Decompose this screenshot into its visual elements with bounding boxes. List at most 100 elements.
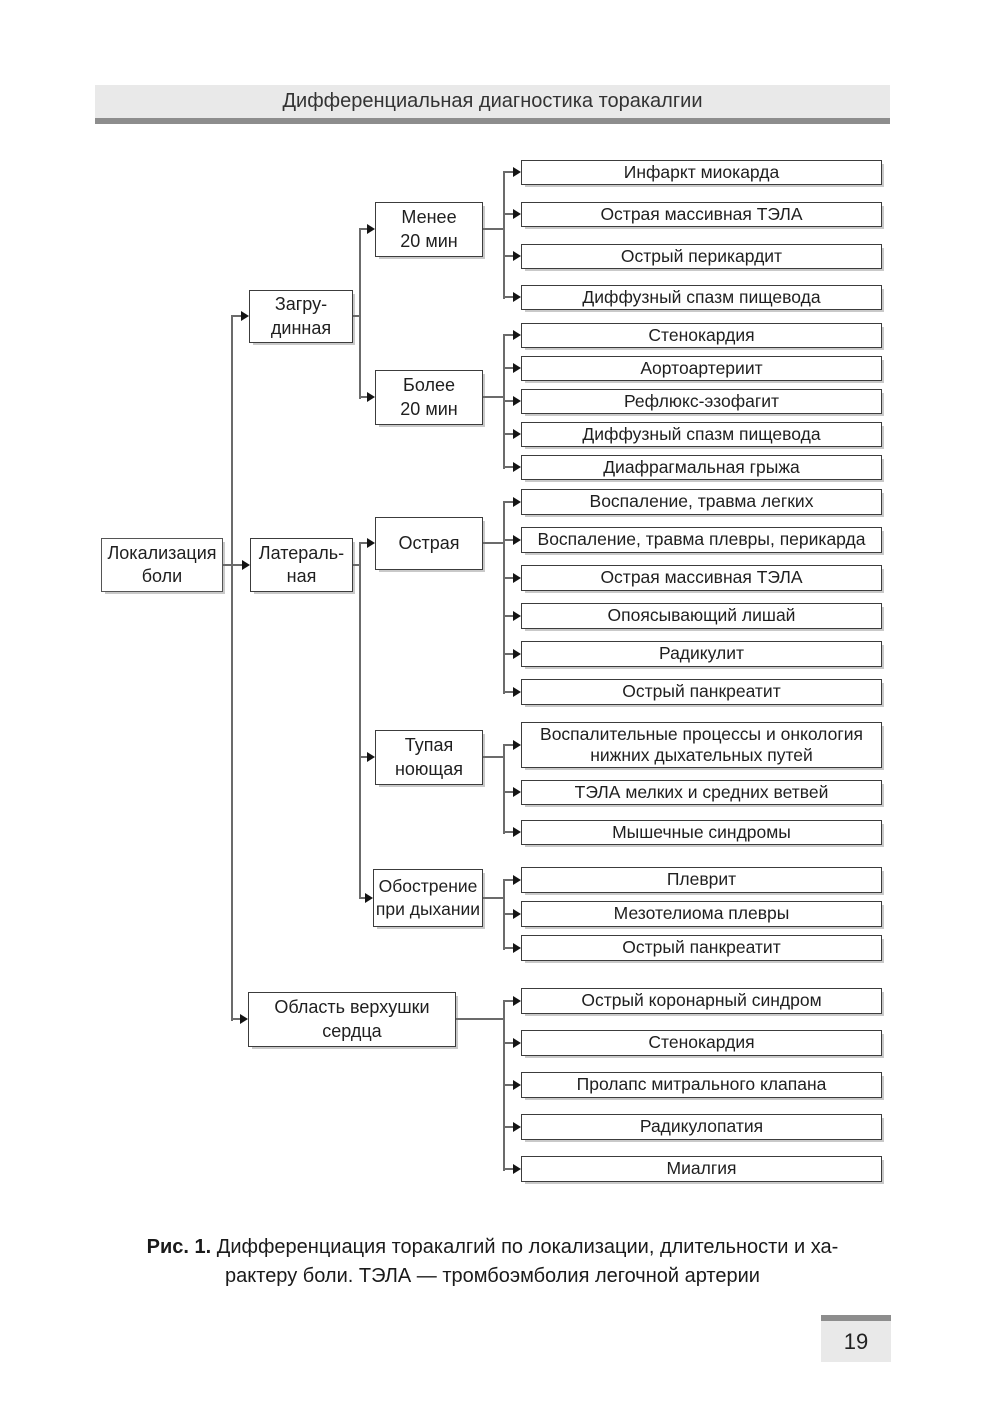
leaf-box: Диффузный спазм пищевода [521,422,882,447]
node-obostrenie: Обострение при дыхании [373,869,483,927]
connector-line [504,615,514,617]
arrow-icon [513,167,521,177]
connector-line [504,1000,514,1002]
connector-line [353,315,361,317]
header-underline [95,118,890,124]
arrow-icon [513,909,521,919]
arrow-icon [513,462,521,472]
arrow-icon [240,1014,248,1024]
arrow-icon [367,224,375,234]
leaf-box: Стенокардия [521,323,882,348]
connector-line [504,1168,514,1170]
connector-line [504,539,514,541]
connector-line [483,756,504,758]
connector-line [456,1018,504,1020]
leaf-box: Острый перикардит [521,244,882,269]
arrow-icon [513,649,521,659]
arrow-icon [513,330,521,340]
leaf-box: Диффузный спазм пищевода [521,285,882,310]
arrow-icon [513,396,521,406]
connector-line [232,564,243,566]
connector-line [504,1084,514,1086]
connector-line [223,564,234,566]
node-root-localization: Локализация боли [101,538,223,592]
connector-line [503,744,505,834]
connector-line [504,213,514,215]
node-apex-of-heart: Область верхушки сердца [248,992,456,1047]
caption-figure-label: Рис. 1. [146,1236,212,1258]
connector-line [503,171,505,299]
arrow-icon [513,740,521,750]
connector-line [504,791,514,793]
connector-line [504,433,514,435]
connector-line [504,831,514,833]
arrow-icon [513,209,521,219]
leaf-box: Радикулопатия [521,1114,882,1140]
arrow-icon [513,1122,521,1132]
connector-line [232,315,242,317]
arrow-icon [367,392,375,402]
leaf-box: Плеврит [521,867,882,893]
page-header: Дифференциальная диагностика торакалгии [95,85,890,118]
connector-line [503,501,505,694]
connector-line [504,744,514,746]
caption-line-1: Рис. 1. Дифференциация торакалгий по лок… [146,1236,839,1258]
arrow-icon [367,538,375,548]
leaf-box: Острый панкреатит [521,935,882,961]
connector-line [504,501,514,503]
arrow-icon [513,251,521,261]
connector-line [359,228,361,399]
connector-line [504,653,514,655]
leaf-box: Воспаление, травма плевры, перикарда [521,527,882,553]
node-lateralnaya: Латераль- ная [250,538,353,592]
arrow-icon [241,311,249,321]
arrow-icon [513,1164,521,1174]
connector-line [360,756,368,758]
connector-line [504,466,514,468]
connector-line [504,296,514,298]
leaf-box: Острая массивная ТЭЛА [521,202,882,227]
page-number: 19 [821,1321,891,1362]
connector-line [483,228,504,230]
connector-line [504,334,514,336]
connector-line [504,367,514,369]
connector-line [504,400,514,402]
leaf-box: Пролапс митрального клапана [521,1072,882,1098]
node-ostraya: Острая [375,517,483,570]
arrow-icon [513,573,521,583]
connector-line [359,542,361,899]
arrow-icon [367,752,375,762]
node-less-20-min: Менее 20 мин [375,202,483,257]
arrow-icon [513,1038,521,1048]
leaf-box: Радикулит [521,641,882,667]
arrow-icon [513,497,521,507]
connector-line [504,691,514,693]
connector-line [483,897,504,899]
connector-line [353,564,361,566]
arrow-icon [513,943,521,953]
caption-line-2: рактеру боли. ТЭЛА — тромбоэмболия легоч… [225,1265,760,1287]
connector-line [360,897,366,899]
figure-caption: Рис. 1. Дифференциация торакалгий по лок… [95,1233,890,1291]
leaf-box: Мышечные синдромы [521,820,882,845]
leaf-box: Воспаление, травма легких [521,489,882,515]
node-zagrudinnaya: Загру- динная [249,290,353,343]
arrow-icon [513,687,521,697]
arrow-icon [513,1080,521,1090]
leaf-box: Стенокардия [521,1030,882,1056]
leaf-box: Аортоартериит [521,356,882,381]
arrow-icon [365,893,373,903]
leaf-box: Миалгия [521,1156,882,1182]
connector-line [504,577,514,579]
arrow-icon [513,611,521,621]
connector-line [232,1018,241,1020]
connector-line [504,1042,514,1044]
arrow-icon [513,996,521,1006]
connector-line [504,255,514,257]
page-number-bar [821,1315,891,1321]
leaf-box: Острая массивная ТЭЛА [521,565,882,591]
connector-line [483,396,504,398]
connector-line [483,542,504,544]
arrow-icon [513,827,521,837]
